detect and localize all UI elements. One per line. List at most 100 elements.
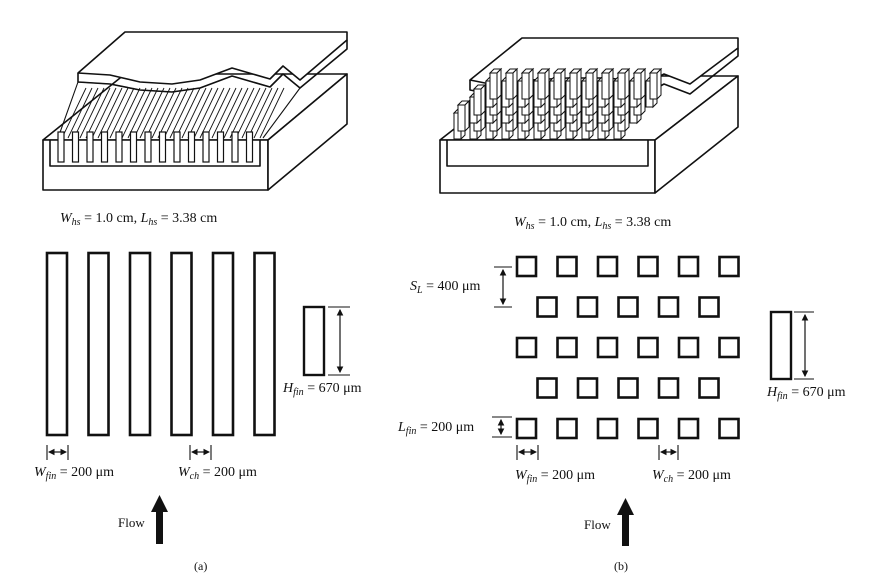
pin-fin (596, 336, 619, 359)
fin-front-stub (144, 131, 152, 163)
fin-hatch-line (85, 87, 111, 139)
panel-b-dimensions-caption: Whs = 1.0 cm, Lhs = 3.38 cm (514, 215, 671, 232)
pin-fin-iso (632, 67, 647, 101)
fin-hatch-line (175, 87, 201, 139)
fin-front-stub (173, 131, 181, 163)
fin-hatch-line (109, 87, 135, 139)
fin-hatch-line (235, 87, 261, 139)
pin-fins-isometric (452, 67, 663, 141)
pin-fin-iso (504, 67, 519, 101)
panel-a-flow-arrow-icon (151, 495, 168, 544)
pin-fin-iso (456, 99, 471, 133)
pin-fin (657, 296, 680, 318)
fin-front-stub (187, 131, 196, 163)
panel-b-flow-label: Flow (584, 517, 611, 532)
fin-hatch-line (211, 87, 237, 139)
panel-b-h-fin-label: Hfin = 670 μm (766, 385, 846, 402)
fin-hatch-line (115, 87, 141, 139)
pin-fin (677, 417, 700, 440)
pin-fin (596, 255, 619, 278)
fin-hatch-lines (61, 87, 285, 139)
panel-a-w-fin-dimension (46, 445, 69, 460)
fin-hatch-line (205, 87, 231, 139)
fin-hatch-line (79, 87, 105, 139)
fin-hatch-line (241, 87, 267, 139)
pin-fin (617, 377, 639, 399)
pin-fin (718, 417, 740, 440)
cavity-edge (446, 140, 649, 167)
fin-height-dimension (328, 306, 350, 376)
pin-fin (698, 296, 720, 318)
pin-fin (657, 377, 680, 399)
straight-fin (87, 251, 110, 437)
fin-hatch-line (151, 87, 177, 139)
panel-b-s-l-dimension (494, 266, 512, 308)
fin-hatch-line (139, 87, 165, 139)
fin-front-stub (57, 131, 65, 163)
pin-fin (596, 417, 619, 440)
fin-hatch-line (253, 87, 279, 139)
fin-hatch-line (103, 87, 129, 139)
pin-fin (556, 255, 578, 278)
straight-fin (253, 251, 276, 437)
fin-height-detail-fin (302, 305, 326, 377)
fin-hatch-line (193, 87, 219, 139)
pin-fin (718, 255, 740, 278)
pin-fin-iso (600, 67, 615, 101)
pin-fin-iso (568, 67, 583, 101)
cavity-edge (49, 140, 261, 167)
panel-b-w-fin-dimension (516, 445, 539, 460)
pin-fin-iso (472, 83, 487, 117)
pin-fin-iso (520, 67, 535, 101)
pin-fin (556, 417, 578, 440)
fin-hatch-line (169, 87, 195, 139)
pin-fin (536, 377, 558, 399)
fin-front-stub (100, 131, 109, 163)
pin-fin (677, 336, 700, 359)
fin-hatch-line (229, 87, 255, 139)
fin-front-stub (129, 131, 138, 163)
panel-b-s-l-label: SL = 400 μm (410, 279, 480, 296)
fin-hatch-line (163, 87, 189, 139)
fin-hatch-line (133, 87, 159, 139)
pin-fin (576, 296, 599, 318)
straight-fin (170, 251, 193, 437)
panel-b-w-fin-label: Wfin = 200 μm (515, 468, 595, 485)
fin-front-stub (115, 131, 123, 163)
fin-hatch-line (247, 87, 273, 139)
pin-fin (637, 336, 659, 359)
fin-hatch-line (145, 87, 171, 139)
pin-fin (718, 336, 740, 359)
fin-hatch-line (181, 87, 207, 139)
panel-b-flow-arrow-icon (617, 498, 634, 546)
pin-fin-iso (536, 67, 551, 101)
fin-front-stub (158, 131, 167, 163)
base-side-face (267, 73, 348, 191)
fin-hatch-line (97, 87, 123, 139)
pin-fin (677, 255, 700, 278)
fin-front-stub (86, 131, 94, 163)
pin-fin (536, 296, 558, 318)
panel-b-tag: (b) (614, 559, 628, 573)
pin-fin (637, 417, 659, 440)
panel-a-h-fin-label: Hfin = 670 μm (282, 381, 362, 398)
pin-fin (576, 377, 599, 399)
panel-a-w-fin-label: Wfin = 200 μm (34, 465, 114, 482)
pin-fin-iso (616, 67, 631, 101)
panel-b-w-ch-dimension (658, 445, 679, 460)
straight-fins-top-view (45, 251, 276, 437)
fin-hatch-line (157, 87, 183, 139)
fin-front-edges (57, 131, 254, 163)
fin-hatch-line (67, 87, 93, 139)
panel-b-l-fin-dimension (492, 416, 512, 438)
fin-hatch-line (91, 87, 117, 139)
panel-b-w-ch-label: Wch = 200 μm (652, 468, 731, 485)
fin-hatch-line (217, 87, 243, 139)
straight-fin (211, 251, 235, 437)
base-side-face (654, 75, 739, 194)
pin-fin (515, 417, 538, 440)
fin-hatch-line (199, 87, 225, 139)
pin-height-detail-fin (769, 310, 793, 381)
fin-hatch-line (259, 87, 285, 139)
